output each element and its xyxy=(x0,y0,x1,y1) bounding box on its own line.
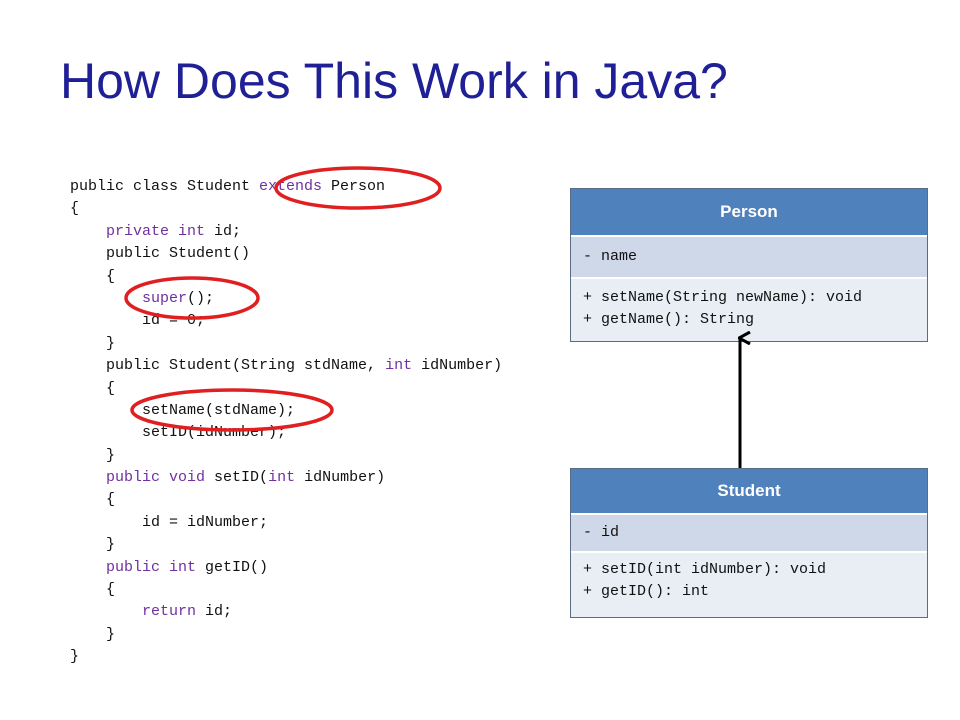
code-line: public void setID(int idNumber) xyxy=(70,467,502,489)
code-text xyxy=(70,290,142,307)
code-text: public class Student xyxy=(70,178,260,195)
code-text: setName(stdName); xyxy=(70,401,296,419)
code-line: } xyxy=(70,534,502,556)
code-line: setName(stdName); xyxy=(70,400,502,422)
code-line: } xyxy=(70,624,502,646)
code-keyword: return xyxy=(142,603,197,621)
student-operation: + getID(): int xyxy=(583,583,710,600)
person-operation: + getName(): String xyxy=(583,311,755,328)
java-code-block: public class Student extends Person { pri… xyxy=(70,176,502,669)
code-text: setID(idNumber); xyxy=(70,424,287,442)
person-class-name: Person xyxy=(571,189,927,235)
code-line: { xyxy=(70,266,502,288)
code-text: } xyxy=(70,334,116,352)
code-keyword: public int xyxy=(106,558,197,576)
code-text: id = idNumber; xyxy=(70,513,269,531)
code-keyword: extends xyxy=(259,178,323,195)
code-line: { xyxy=(70,579,502,601)
code-text xyxy=(70,223,106,240)
code-line: setID(idNumber); xyxy=(70,422,502,444)
code-text: { xyxy=(70,267,116,285)
code-text: } xyxy=(70,625,116,643)
code-keyword: int xyxy=(385,357,413,375)
person-attribute: - name xyxy=(571,235,927,279)
code-line: id = 0; xyxy=(70,310,502,332)
code-text: { xyxy=(70,581,116,599)
code-line: } xyxy=(70,646,502,668)
code-text xyxy=(70,469,106,486)
code-line: public Student(String stdName, int idNum… xyxy=(70,355,502,377)
student-attribute: - id xyxy=(571,513,927,553)
code-text xyxy=(70,559,106,576)
code-line: { xyxy=(70,489,502,511)
code-keyword: public void xyxy=(106,469,206,487)
code-text: { xyxy=(70,200,80,218)
code-line: { xyxy=(70,198,502,220)
person-class-box: Person - name + setName(String newName):… xyxy=(570,188,928,342)
code-line: { xyxy=(70,378,502,400)
code-text: public Student() xyxy=(70,245,251,263)
person-operation: + setName(String newName): void xyxy=(583,289,863,306)
student-operation: + setID(int idNumber): void xyxy=(583,561,827,578)
code-text: id; xyxy=(196,603,233,621)
code-text: (); xyxy=(187,289,215,307)
code-text: { xyxy=(70,379,116,397)
code-line: private int id; xyxy=(70,221,502,243)
code-text: idNumber) xyxy=(295,469,386,487)
code-text: } xyxy=(70,536,116,554)
code-keyword: private int xyxy=(106,222,206,240)
code-text: id = 0; xyxy=(70,312,206,330)
code-text: { xyxy=(70,491,116,509)
student-operations: + setID(int idNumber): void + getID(): i… xyxy=(571,553,927,617)
slide-title: How Does This Work in Java? xyxy=(60,53,728,109)
code-line: public Student() xyxy=(70,243,502,265)
code-text: Person xyxy=(322,178,386,195)
code-line: id = idNumber; xyxy=(70,512,502,534)
code-text: getID() xyxy=(196,558,269,576)
person-operations: + setName(String newName): void + getNam… xyxy=(571,279,927,341)
code-line: return id; xyxy=(70,601,502,623)
code-text: id; xyxy=(205,222,242,240)
student-class-box: Student - id + setID(int idNumber): void… xyxy=(570,468,928,618)
code-text: } xyxy=(70,446,116,464)
code-text: idNumber) xyxy=(412,357,503,375)
code-keyword: super xyxy=(142,289,188,307)
code-line: public class Student extends Person xyxy=(70,176,502,198)
code-text: setID( xyxy=(205,469,269,487)
student-class-name: Student xyxy=(571,469,927,513)
code-line: } xyxy=(70,333,502,355)
code-text xyxy=(70,603,142,620)
code-text: public Student(String stdName, xyxy=(70,357,386,375)
code-keyword: int xyxy=(268,469,296,487)
code-text: } xyxy=(70,648,80,666)
code-line: } xyxy=(70,445,502,467)
code-line: public int getID() xyxy=(70,557,502,579)
code-line: super(); xyxy=(70,288,502,310)
